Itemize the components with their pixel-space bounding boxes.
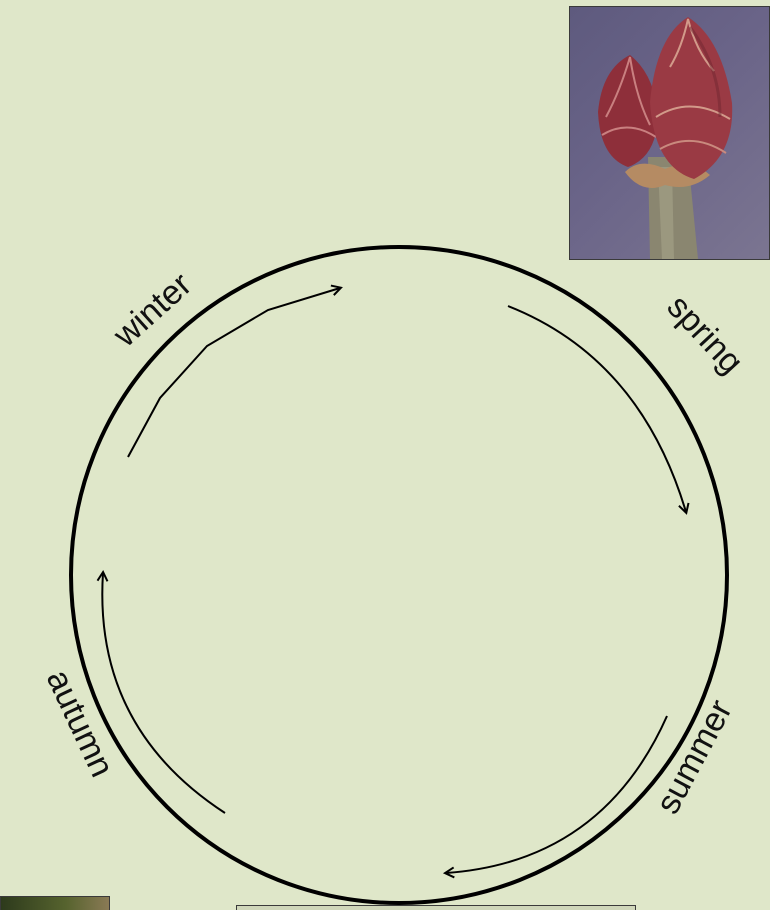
- bottom-left-photo: [0, 896, 110, 910]
- summer-arrow: [446, 716, 667, 873]
- summer-label: summer: [649, 694, 740, 820]
- spring-arrow: [508, 306, 686, 512]
- autumn-label: autumn: [39, 664, 121, 783]
- bud-photo: [569, 6, 770, 260]
- autumn-arrow: [102, 573, 225, 813]
- bottom-center-photo: [236, 905, 636, 910]
- spring-label: spring: [660, 288, 751, 382]
- cycle-circle: [71, 247, 727, 903]
- bud-illustration: [570, 7, 769, 259]
- winter-label: winter: [105, 265, 199, 355]
